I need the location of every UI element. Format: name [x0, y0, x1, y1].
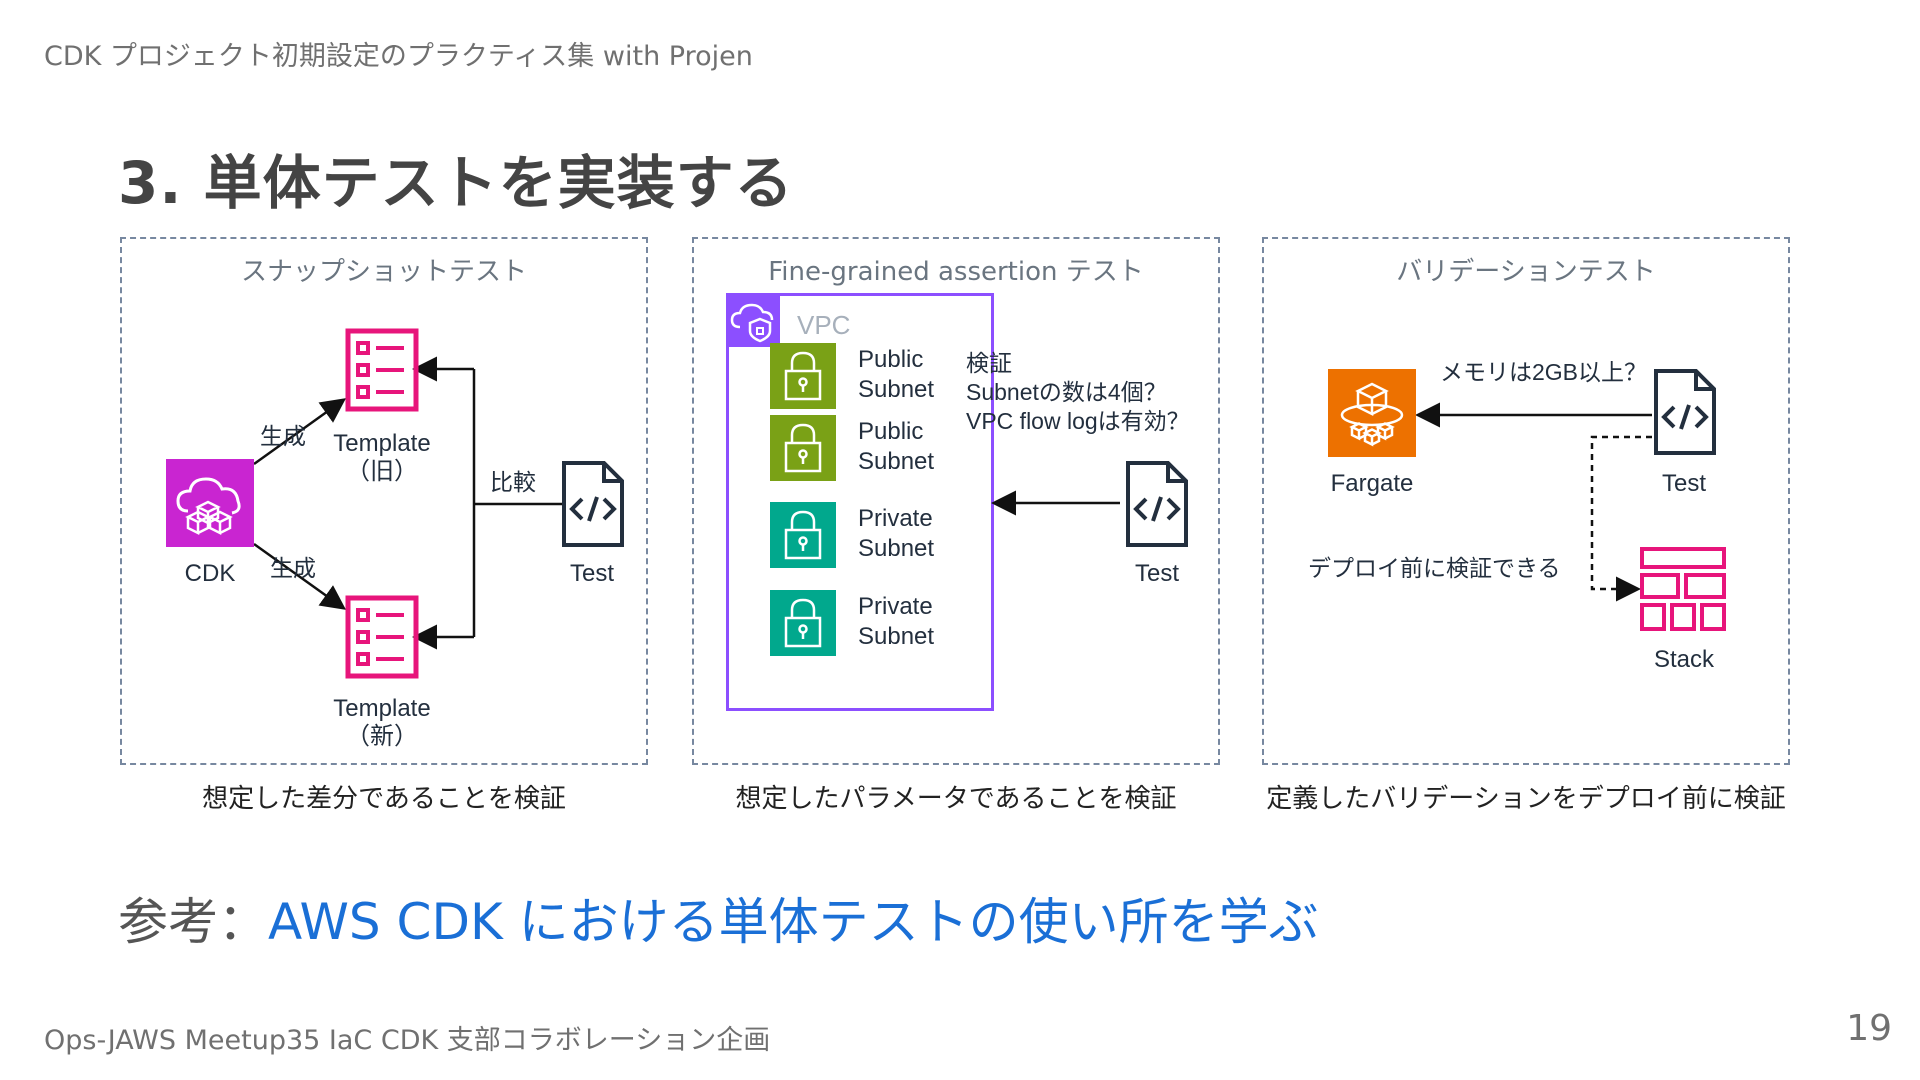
test-label: Test: [1134, 560, 1179, 587]
compare-label: 比較: [490, 469, 536, 495]
template-new-sub: （新）: [346, 723, 418, 750]
template-new-label: Template: [333, 695, 431, 722]
subnet-label-line2: Subnet: [858, 376, 935, 403]
vpc-label: VPC: [797, 310, 851, 340]
subnet-label-line2: Subnet: [858, 535, 935, 562]
stack-label: Stack: [1653, 646, 1715, 673]
cdk-label: CDK: [184, 560, 236, 587]
generate-label-new: 生成: [270, 555, 316, 581]
reference-link[interactable]: AWS CDK における単体テストの使い所を学ぶ: [268, 893, 1319, 951]
subnet-label-line1: Private: [858, 505, 933, 532]
validation-caption: 定義したバリデーションをデプロイ前に検証: [1266, 784, 1786, 814]
verify-flow-log: VPC flow logは有効？: [966, 408, 1190, 434]
public-subnet-lock-icon: [770, 415, 836, 481]
template-old-icon: [344, 327, 420, 413]
snapshot-arrows: [253, 356, 562, 650]
deck-header: CDK プロジェクト初期設定のプラクティス集 with Projen: [44, 41, 753, 72]
subnet-label-line2: Subnet: [858, 623, 935, 650]
subnet-label-line2: Subnet: [858, 448, 935, 475]
test-file-icon: [1124, 459, 1190, 549]
page-number: 19: [1846, 1008, 1892, 1049]
template-new-icon: [344, 594, 420, 680]
assertion-caption: 想定したパラメータであることを検証: [735, 784, 1177, 814]
subnet-label-line1: Private: [858, 593, 933, 620]
subnet-label-line1: Public: [858, 346, 924, 373]
public-subnet-lock-icon: [770, 343, 836, 409]
snapshot-panel-title: スナップショットテスト: [240, 257, 527, 287]
validation-test-panel: バリデーションテスト メモリは2GB以上？ Fargate: [1262, 237, 1790, 765]
deploy-note: デプロイ前に検証できる: [1308, 555, 1561, 581]
verify-title: 検証: [966, 350, 1012, 376]
validation-arrows: [1415, 402, 1652, 602]
vpc-icon: [726, 293, 780, 347]
snapshot-test-panel: スナップショットテスト CDK 生成 生成: [120, 237, 648, 765]
test-label: Test: [569, 560, 614, 587]
test-file-icon: [1652, 367, 1718, 457]
verify-subnet-count: Subnetの数は4個？: [966, 379, 1167, 405]
cdk-icon: [166, 459, 254, 547]
template-old-sub: （旧）: [346, 458, 418, 485]
generate-label-old: 生成: [260, 423, 306, 449]
test-label: Test: [1661, 470, 1706, 497]
slide-footer: Ops-JAWS Meetup35 IaC CDK 支部コラボレーション企画: [44, 1025, 771, 1056]
assertion-arrow: [991, 490, 1120, 516]
subnet-label-line1: Public: [858, 418, 924, 445]
reference-line: 参考：AWS CDK における単体テストの使い所を学ぶ: [118, 882, 1319, 954]
reference-prefix: 参考：: [118, 893, 268, 951]
template-old-label: Template: [333, 430, 431, 457]
fargate-icon: [1328, 369, 1416, 457]
private-subnet-lock-icon: [770, 590, 836, 656]
test-file-icon: [560, 459, 626, 549]
slide-title: 3. 単体テストを実装する: [118, 149, 794, 217]
fargate-label: Fargate: [1330, 470, 1414, 497]
assertion-panel-title: Fine-grained assertion テスト: [768, 257, 1144, 287]
stack-icon: [1638, 545, 1728, 635]
snapshot-caption: 想定した差分であることを検証: [202, 784, 566, 814]
memory-question: メモリは2GB以上？: [1440, 359, 1648, 385]
private-subnet-lock-icon: [770, 502, 836, 568]
validation-panel-title: バリデーションテスト: [1396, 257, 1656, 287]
